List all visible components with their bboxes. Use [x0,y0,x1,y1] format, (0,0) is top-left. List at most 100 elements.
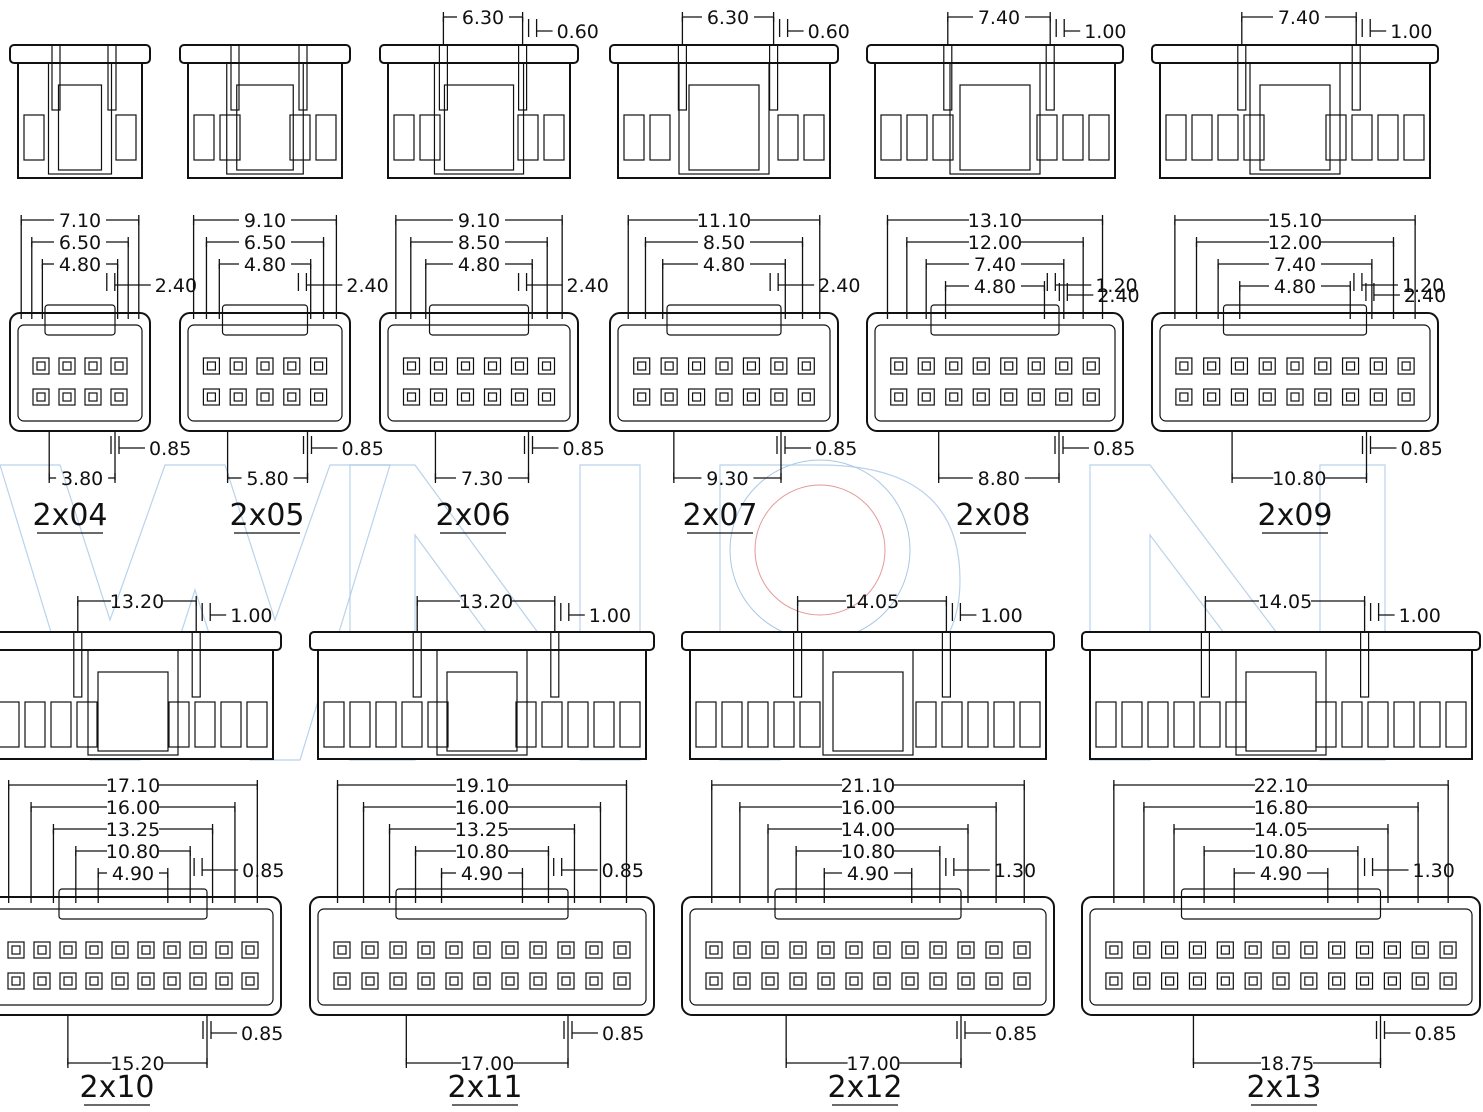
pin-contact-core [1109,976,1119,986]
top-body [0,649,274,760]
pin-contact [557,972,575,990]
pin-contact-core [989,945,999,955]
latch-block [44,304,116,336]
pin-contact-core [193,945,203,955]
pin-contact [333,941,351,959]
pin-contact-core [691,392,702,402]
dim-foot-pin: 0.85 [1361,436,1443,460]
dim-front-2: 13.25 [388,819,576,841]
dim-value: 2.40 [818,275,860,297]
top-rail [866,44,1124,64]
dim-front-4: 4.90 [440,863,524,885]
pin-contact-core [1017,945,1027,955]
dim-value: 14.00 [841,819,895,841]
dim-value: 6.50 [244,232,286,254]
pin-contact [501,941,519,959]
pin-contact-core [801,361,811,371]
pin-contact [189,972,207,990]
dim-side-0: 1.30 [945,858,1036,882]
pin-contact-core [115,945,125,955]
pin-contact-core [976,392,986,402]
top-body [1089,649,1473,760]
dim-front-0: 22.10 [1113,775,1449,797]
pin-contact [957,972,975,990]
size-label: 2x05 [229,498,304,533]
pin-contact [361,972,379,990]
pin-contact [189,941,207,959]
pin-contact-core [905,976,915,986]
pin-contact-core [365,945,375,955]
pin-contact [510,357,529,375]
pin-contact [1383,972,1401,990]
pin-contact-core [709,976,719,986]
dim-front-1: 8.50 [410,232,548,254]
dim-value: 2.40 [155,275,197,297]
pin-contact [1175,388,1193,406]
dim-front-3: 10.80 [1203,841,1359,863]
dim-value: 0.60 [808,21,850,43]
pin-contact [84,357,102,375]
pin-slot [649,114,671,161]
pin-contact-core [933,945,943,955]
front-inner [187,324,343,422]
latch-block [1180,888,1382,920]
dim-value: 17.00 [846,1053,900,1075]
pin-contact-core [1086,392,1096,402]
pin-contact-core [260,392,270,402]
pin-contact [1369,388,1387,406]
dim-side-0: 2.40 [106,273,197,297]
latch-block [221,304,309,336]
size-label: 2x12 [827,1070,902,1105]
pin-contact-core [589,976,599,986]
dim-side-1: 2.40 [1365,283,1446,307]
latch-block [930,304,1060,336]
top-latch-window [433,62,525,175]
pin-slot [541,701,563,748]
dim-side-0: 0.85 [553,858,644,882]
pin-slot [993,701,1015,748]
pin-contact-core [115,976,125,986]
pin-contact [456,357,475,375]
pin-contact-core [877,945,887,955]
pin-contact-core [206,361,216,371]
dim-value: 0.85 [563,438,605,460]
dim-foot-span: 9.30 [673,468,782,490]
pin-contact [1105,941,1123,959]
front-inner [387,324,571,422]
pin-contact [1314,388,1332,406]
pin-contact [789,972,807,990]
pin-contact [1244,972,1262,990]
pin-contact [33,972,51,990]
dim-foot-pin: 0.85 [523,436,605,460]
pin-contact [797,388,815,406]
pin-contact-core [89,945,99,955]
dim-value: 17.00 [460,1053,514,1075]
pin-contact-core [63,945,73,955]
pin-slot [777,114,799,161]
pin-contact-core [1401,361,1411,371]
top-rail [9,44,151,64]
pin-contact-core [1373,361,1383,371]
pin-slot [1445,701,1467,748]
dim-value: 1.20 [1402,275,1444,297]
pin-contact [473,941,491,959]
pin-contact-core [921,392,931,402]
pin-contact [1013,972,1031,990]
front-inner [17,324,143,422]
pin-slot [24,701,46,748]
pin-contact [456,388,475,406]
pin-contact-core [533,945,543,955]
pin-contact-core [37,945,47,955]
pin-contact-core [1318,392,1328,402]
pin-slot [1121,701,1143,748]
dim-front-1: 12.00 [1195,232,1395,254]
pin-contact-core [514,392,525,402]
dim-value: 7.40 [974,254,1016,276]
dim-front-2: 7.40 [1217,254,1373,276]
pin-contact [1161,941,1179,959]
